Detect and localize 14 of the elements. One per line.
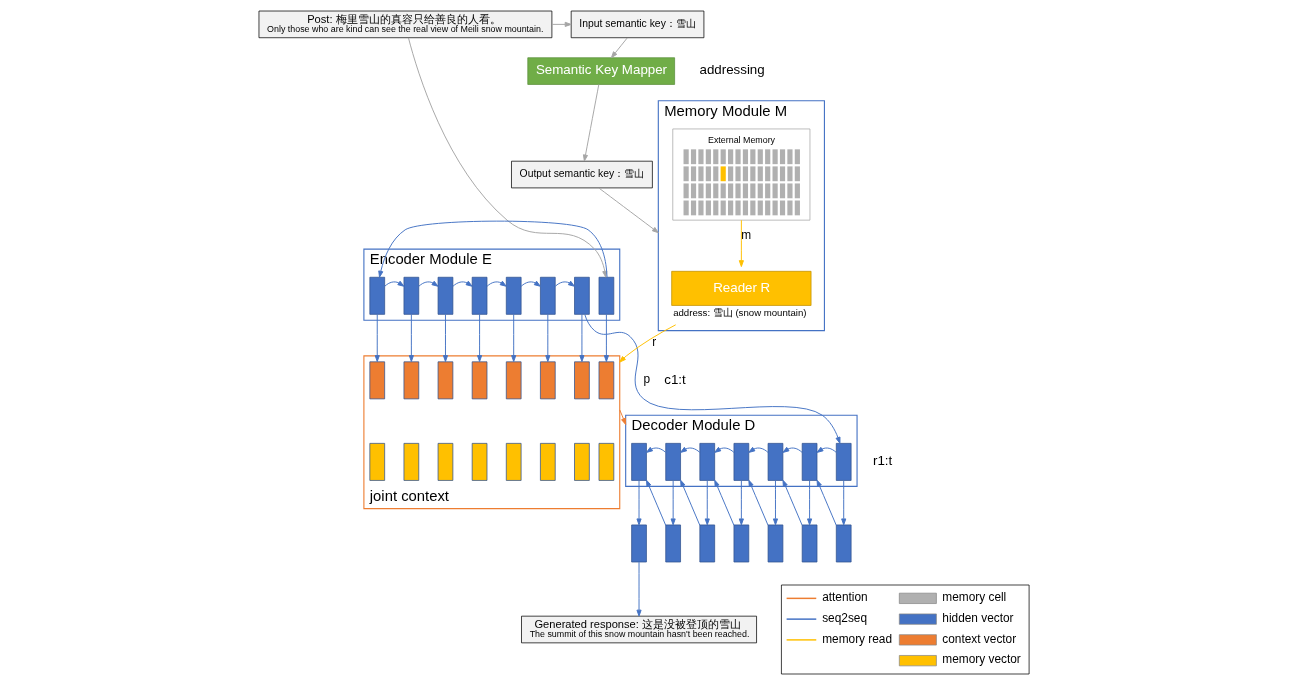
label: c1:t bbox=[664, 371, 686, 387]
edge-label: m bbox=[741, 228, 752, 243]
edge-label: p bbox=[643, 372, 651, 387]
legend-label: memory read bbox=[822, 631, 893, 646]
legend-label: memory cell bbox=[942, 590, 1007, 605]
legend-label: hidden vector bbox=[942, 610, 1014, 625]
legend-label: memory vector bbox=[942, 652, 1021, 667]
legend-label: context vector bbox=[942, 631, 1017, 646]
edge-label: r bbox=[652, 335, 657, 350]
legend-label: seq2seq bbox=[822, 610, 868, 625]
label: addressing bbox=[699, 62, 765, 78]
legend-label: attention bbox=[822, 590, 868, 605]
node-label: address: 雪山 (snow mountain) bbox=[673, 307, 807, 319]
label: r1:t bbox=[873, 453, 893, 469]
